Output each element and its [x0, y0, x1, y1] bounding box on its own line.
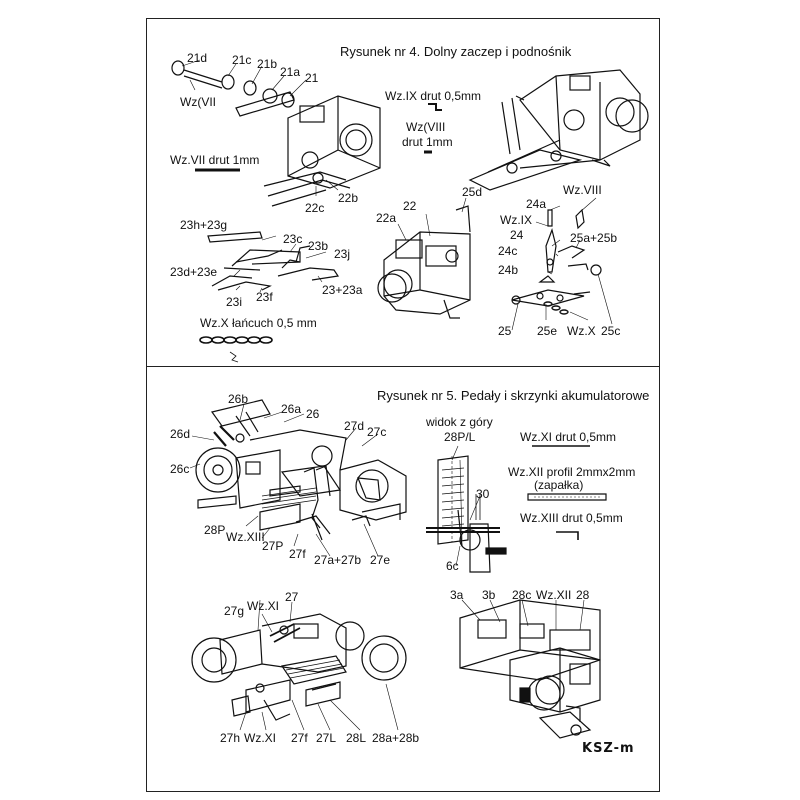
label-21: 21	[305, 71, 319, 85]
label-wz-ix-wire: Wz.IX drut 0,5mm	[385, 89, 482, 103]
label-23i: 23i	[226, 295, 243, 309]
label-wz-x: Wz.X	[567, 324, 596, 338]
label-21c: 21c	[232, 53, 252, 67]
label-27l: 27L	[316, 731, 337, 745]
label-widok-z-gory: widok z góry	[426, 415, 493, 429]
label-wz-xiii: Wz.XIII	[226, 530, 265, 544]
label-wz-xii: Wz.XII	[536, 588, 572, 602]
label-23h-23g: 23h+23g	[180, 218, 228, 232]
label-22b: 22b	[338, 191, 359, 205]
label-wz-ix: Wz.IX	[500, 213, 532, 227]
label-23d-23e: 23d+23e	[170, 265, 218, 279]
label-wz-vii-wire: Wz.VII drut 1mm	[170, 153, 260, 167]
label-25e: 25e	[537, 324, 558, 338]
label-28l: 28L	[346, 731, 367, 745]
label-26a: 26a	[281, 402, 302, 416]
label-24c: 24c	[498, 244, 518, 258]
label-wz-xiii-wire: Wz.XIII drut 0,5mm	[520, 511, 623, 525]
label-27f-bottom: 27f	[291, 731, 308, 745]
label-25d: 25d	[462, 185, 483, 199]
label-wz-xii-profile: Wz.XII profil 2mmx2mm	[508, 465, 636, 479]
label-22c: 22c	[305, 201, 325, 215]
label-21a: 21a	[280, 65, 301, 79]
label-28a-28b: 28a+28b	[372, 731, 420, 745]
label-24: 24	[510, 228, 524, 242]
label-3a: 3a	[450, 588, 464, 602]
label-30: 30	[476, 487, 490, 501]
label-23j: 23j	[334, 247, 351, 261]
figure-5-title: Rysunek nr 5. Pedały i skrzynki akumulat…	[377, 388, 650, 403]
label-25: 25	[498, 324, 512, 338]
label-24a: 24a	[526, 197, 547, 211]
label-28p-l: 28P/L	[444, 430, 476, 444]
label-wz-vii: Wz(VII	[180, 95, 216, 109]
label-23c: 23c	[283, 232, 303, 246]
label-25c: 25c	[601, 324, 621, 338]
label-wz-xi: Wz.XI	[247, 599, 279, 613]
label-24b: 24b	[498, 263, 519, 277]
label-27g: 27g	[224, 604, 245, 618]
label-27f: 27f	[289, 547, 306, 561]
label-wz-xi-wire: Wz.XI drut 0,5mm	[520, 430, 617, 444]
label-26b: 26b	[228, 392, 249, 406]
label-21d: 21d	[187, 51, 208, 65]
label-3b: 3b	[482, 588, 496, 602]
label-23b: 23b	[308, 239, 329, 253]
label-wz-xii-match: (zapałka)	[534, 478, 584, 492]
label-22a: 22a	[376, 211, 397, 225]
label-28c: 28c	[512, 588, 532, 602]
brand-logo: KSZ-m	[582, 741, 635, 756]
label-wz-viii-b: drut 1mm	[402, 135, 453, 149]
label-23f: 23f	[256, 290, 273, 304]
label-27d: 27d	[344, 419, 365, 433]
label-28: 28	[576, 588, 590, 602]
label-26d: 26d	[170, 427, 191, 441]
label-26c: 26c	[170, 462, 190, 476]
label-22: 22	[403, 199, 417, 213]
label-28p: 28P	[204, 523, 226, 537]
label-27e: 27e	[370, 553, 391, 567]
label-26: 26	[306, 407, 320, 421]
figure-4-title: Rysunek nr 4. Dolny zaczep i podnośnik	[340, 44, 572, 59]
label-27c: 27c	[367, 425, 387, 439]
label-23-23a: 23+23a	[322, 283, 363, 297]
label-25a-25b: 25a+25b	[570, 231, 618, 245]
label-wz-viii-a: Wz(VIII	[406, 120, 446, 134]
label-21b: 21b	[257, 57, 278, 71]
label-27h: 27h	[220, 731, 241, 745]
label-27a-27b: 27a+27b	[314, 553, 362, 567]
section-divider	[146, 366, 660, 367]
label-27: 27	[285, 590, 299, 604]
label-wz-viii: Wz.VIII	[563, 183, 602, 197]
label-wz-x-chain: Wz.X łańcuch 0,5 mm	[200, 316, 317, 330]
label-27p: 27P	[262, 539, 284, 553]
label-wz-xi-bottom: Wz.XI	[244, 731, 276, 745]
label-6c: 6c	[446, 559, 459, 573]
